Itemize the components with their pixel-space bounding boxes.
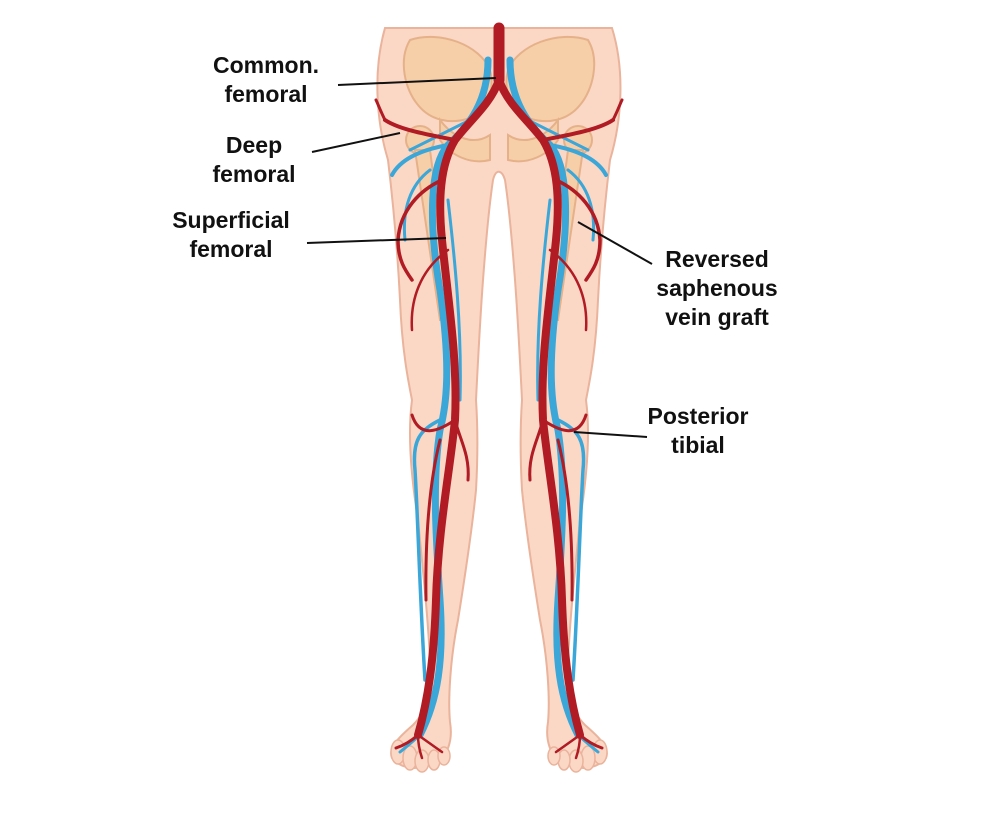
arteries bbox=[374, 22, 624, 760]
label-common-femoral-line1: Common. bbox=[212, 52, 320, 78]
label-common-femoral: Common. femoral bbox=[196, 51, 336, 109]
label-deep-femoral-line2: femoral bbox=[212, 161, 296, 187]
label-reversed-graft-line2: saphenous bbox=[656, 275, 778, 301]
label-deep-femoral-line1: Deep bbox=[225, 132, 283, 158]
leader-common-femoral bbox=[337, 77, 497, 86]
label-reversed-graft-line1: Reversed bbox=[665, 246, 769, 272]
leader-deep-femoral bbox=[311, 132, 401, 153]
label-deep-femoral: Deep femoral bbox=[192, 131, 316, 189]
label-superficial-femoral: Superficial femoral bbox=[160, 206, 302, 264]
leader-reversed-graft bbox=[577, 221, 653, 265]
label-posterior-tibial-line2: tibial bbox=[671, 432, 725, 458]
toes-right bbox=[390, 739, 451, 773]
label-superficial-femoral-line1: Superficial bbox=[172, 207, 290, 233]
label-reversed-graft-line3: vein graft bbox=[665, 304, 769, 330]
label-superficial-femoral-line2: femoral bbox=[189, 236, 273, 262]
label-reversed-graft: Reversed saphenous vein graft bbox=[642, 245, 792, 332]
label-posterior-tibial-line1: Posterior bbox=[647, 403, 749, 429]
label-common-femoral-line2: femoral bbox=[224, 81, 308, 107]
leader-lines bbox=[306, 77, 653, 438]
leader-superficial-femoral bbox=[306, 237, 447, 244]
label-posterior-tibial: Posterior tibial bbox=[636, 402, 760, 460]
leader-posterior-tibial bbox=[573, 431, 648, 438]
